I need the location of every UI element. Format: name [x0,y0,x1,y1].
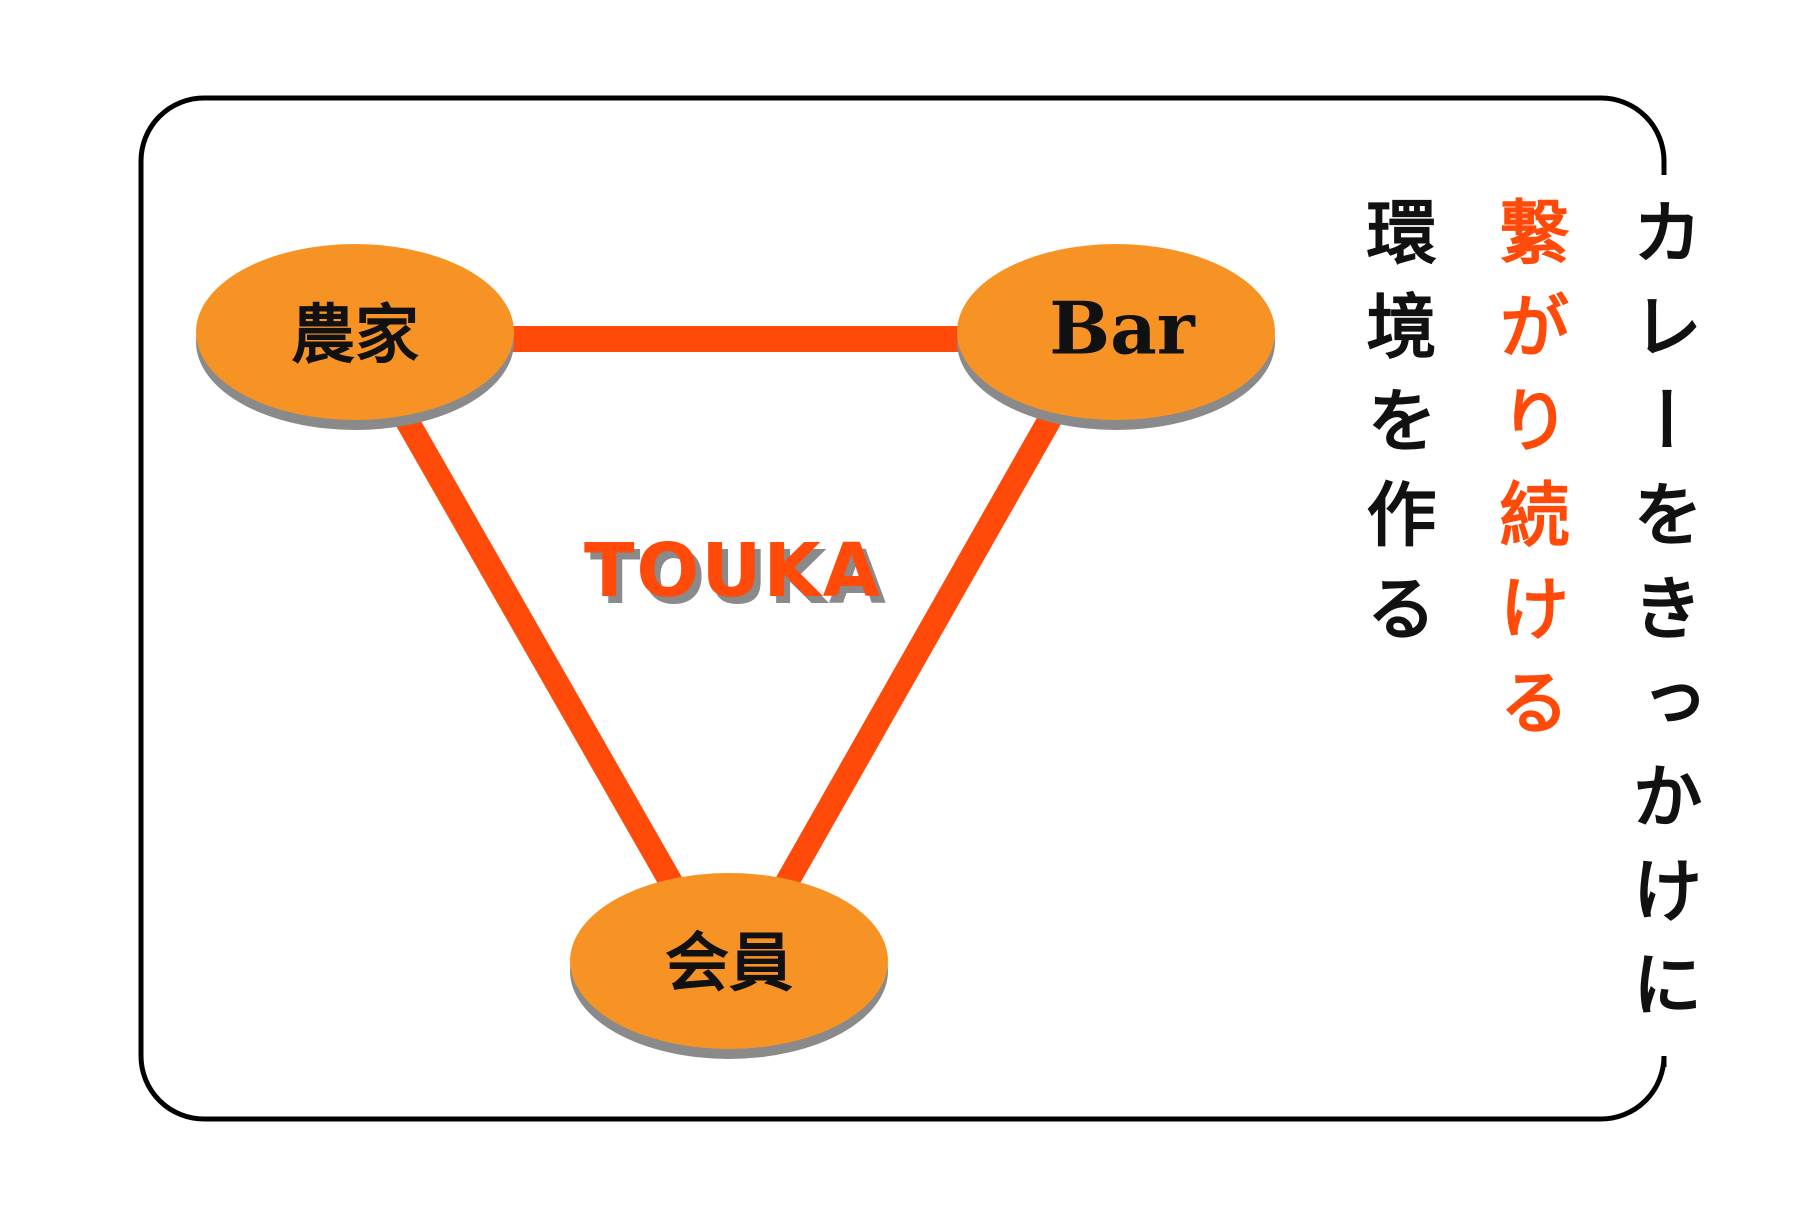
node-farmer [196,244,514,430]
brand-logo: TOUKA [583,528,883,614]
link-farmer-member [387,399,683,890]
link-bar-member [775,399,1069,890]
tagline-line-3: 環境を作る [1355,196,1438,666]
tagline-line-1: カレーをきっかけに [1621,196,1704,1042]
node-label-member: 会員 [665,926,793,1001]
node-member [570,873,888,1059]
node-label-bar: Bar [1049,285,1195,371]
node-bar [957,244,1275,430]
node-label-farmer: 農家 [291,298,419,373]
rounded-frame [138,95,1667,1122]
tagline-line-2: 繋がり続ける [1488,196,1571,760]
